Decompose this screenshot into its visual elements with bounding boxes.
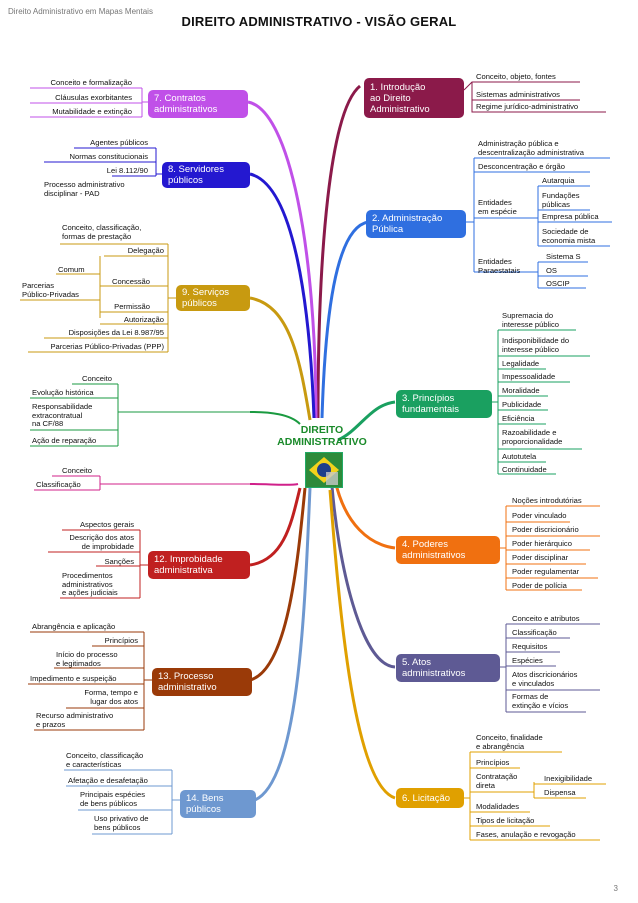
leaf-b7-2[interactable]: Mutabilidade e extinção <box>52 107 132 116</box>
leaf-b5-4[interactable]: Atos discricionários e vinculados <box>512 670 578 688</box>
leaf-b8-1[interactable]: Normas constitucionais <box>69 152 149 161</box>
leaf-b3-3[interactable]: Impessoalidade <box>502 372 556 381</box>
leaf-b3-6[interactable]: Eficiência <box>502 414 535 423</box>
leaf-b10-2[interactable]: Responsabilidade extracontratual na CF/8… <box>32 402 93 429</box>
branch-2-administracao-publica[interactable]: 2. Administração Pública <box>366 210 466 238</box>
leaf-b4-3[interactable]: Poder hierárquico <box>512 539 572 548</box>
leaf-b3-1[interactable]: Indisponibilidade do interesse público <box>502 336 570 354</box>
leaf-b13-1[interactable]: Princípios <box>104 636 138 645</box>
page-number: 3 <box>613 884 618 893</box>
branch-4-poderes[interactable]: 4. Poderes administrativos <box>396 536 500 564</box>
leaf-b14-2[interactable]: Principais espécies de bens públicos <box>80 790 145 808</box>
leaf-b9-1[interactable]: Delegação <box>127 246 164 255</box>
leaf-b3-5[interactable]: Publicidade <box>502 400 542 409</box>
leaf-b4-1[interactable]: Poder vinculado <box>512 511 567 520</box>
leaf-b11-0[interactable]: Conceito <box>62 466 92 475</box>
header-source: Direito Administrativo em Mapas Mentais <box>8 7 153 16</box>
branch-8-servidores[interactable]: 8. Servidores públicos <box>162 162 250 188</box>
leaf-b12-1[interactable]: Descrição dos atos de improbidade <box>69 533 134 551</box>
leaf-b12-3[interactable]: Procedimentos administrativos e ações ju… <box>62 571 118 598</box>
leaf-b5-3[interactable]: Espécies <box>512 656 543 665</box>
leaf-b5-1[interactable]: Classificação <box>512 628 557 637</box>
branch-13-processo[interactable]: 13. Processo administrativo <box>152 668 252 696</box>
leaf-b2-1[interactable]: Desconcentração e órgão <box>478 162 565 171</box>
leaf-b14-3[interactable]: Uso privativo de bens públicos <box>94 814 149 832</box>
leaf-b9-8[interactable]: Parcerias Público-Privadas (PPP) <box>50 342 164 351</box>
leaf-b9-0[interactable]: Conceito, classificação, formas de prest… <box>62 223 142 241</box>
leaf-b3-9[interactable]: Continuidade <box>502 465 547 474</box>
leaf-b9-3[interactable]: Parcerias Público-Privadas <box>22 281 79 299</box>
leaf-b7-1[interactable]: Cláusulas exorbitantes <box>55 93 132 102</box>
leaf-b9-7[interactable]: Disposições da Lei 8.987/95 <box>68 328 164 337</box>
leaf-b14-0[interactable]: Conceito, classificação e característica… <box>66 751 144 769</box>
leaf-b2-7[interactable]: Entidades Paraestatais <box>478 257 521 275</box>
leaf-b3-4[interactable]: Moralidade <box>502 386 540 395</box>
leaf-b5-0[interactable]: Conceito e atributos <box>512 614 580 623</box>
branch-3-principios[interactable]: 3. Princípios fundamentais <box>396 390 492 418</box>
leaf-b2-6[interactable]: Sociedade de economia mista <box>542 227 596 245</box>
leaf-b6-4[interactable]: Dispensa <box>544 788 576 797</box>
leaf-b2-3[interactable]: Autarquia <box>542 176 575 185</box>
leaf-b6-5[interactable]: Modalidades <box>476 802 520 811</box>
brazil-flag-icon <box>305 452 343 488</box>
leaf-b2-4[interactable]: Fundações públicas <box>542 191 580 209</box>
branch-12-improbidade[interactable]: 12. Improbidade administrativa <box>148 551 250 579</box>
leaf-b6-7[interactable]: Fases, anulação e revogação <box>476 830 576 839</box>
leaf-b5-2[interactable]: Requisitos <box>512 642 548 651</box>
leaf-b3-0[interactable]: Supremacia do interesse público <box>502 311 559 329</box>
leaf-b10-1[interactable]: Evolução histórica <box>32 388 94 397</box>
leaf-b4-5[interactable]: Poder regulamentar <box>512 567 580 576</box>
leaf-b12-2[interactable]: Sanções <box>104 557 134 566</box>
leaf-b13-0[interactable]: Abrangência e aplicação <box>32 622 116 631</box>
leaf-b2-5[interactable]: Empresa pública <box>542 212 599 221</box>
leaf-b9-6[interactable]: Autorização <box>123 315 164 324</box>
branch-14-bens[interactable]: 14. Bens públicos <box>180 790 256 818</box>
leaf-b4-4[interactable]: Poder disciplinar <box>512 553 569 562</box>
branch-7-contratos[interactable]: 7. Contratos administrativos <box>148 90 248 118</box>
leaf-b3-7[interactable]: Razoabilidade e proporcionalidade <box>502 428 563 446</box>
leaf-b11-1[interactable]: Classificação <box>36 480 81 489</box>
leaf-b8-2[interactable]: Lei 8.112/90 <box>106 166 148 175</box>
leaf-b8-0[interactable]: Agentes públicos <box>90 138 148 147</box>
leaf-b10-3[interactable]: Ação de reparação <box>32 436 97 445</box>
leaf-b13-5[interactable]: Recurso administrativo e prazos <box>36 711 114 729</box>
leaf-b13-3[interactable]: Impedimento e suspeição <box>30 674 117 683</box>
leaf-b1-1[interactable]: Sistemas administrativos <box>476 90 560 99</box>
leaf-b8-3[interactable]: Processo administrativo disciplinar - PA… <box>44 180 125 198</box>
leaf-b6-2[interactable]: Contratação direta <box>476 772 518 790</box>
leaf-b2-2[interactable]: Entidades em espécie <box>478 198 517 216</box>
leaf-b6-1[interactable]: Princípios <box>476 758 510 767</box>
leaf-b6-3[interactable]: Inexigibilidade <box>544 774 593 783</box>
leaf-b2-0[interactable]: Administração pública e descentralização… <box>478 139 584 157</box>
leaf-b13-2[interactable]: Início do processo e legitimados <box>56 650 118 668</box>
leaf-b2-9[interactable]: OS <box>546 266 557 275</box>
leaf-b9-2[interactable]: Comum <box>58 265 85 274</box>
leaf-b3-2[interactable]: Legalidade <box>502 359 540 368</box>
leaf-b14-1[interactable]: Afetação e desafetação <box>68 776 148 785</box>
leaf-b2-8[interactable]: Sistema S <box>546 252 581 261</box>
center-topic: DIREITO ADMINISTRATIVO <box>277 424 367 448</box>
leaf-b7-0[interactable]: Conceito e formalização <box>50 78 132 87</box>
branch-6-licitacao[interactable]: 6. Licitação <box>396 788 464 808</box>
leaf-b1-0[interactable]: Conceito, objeto, fontes <box>476 72 556 81</box>
leaf-b4-0[interactable]: Noções introdutórias <box>512 496 582 505</box>
leaf-b13-4[interactable]: Forma, tempo e lugar dos atos <box>84 688 138 706</box>
leaf-b12-0[interactable]: Aspectos gerais <box>79 520 134 529</box>
branch-5-atos[interactable]: 5. Atos administrativos <box>396 654 500 682</box>
leaf-b6-0[interactable]: Conceito, finalidade e abrangência <box>476 733 543 751</box>
leaf-b6-6[interactable]: Tipos de licitação <box>476 816 535 825</box>
leaf-b9-5[interactable]: Permissão <box>114 302 150 311</box>
leaf-b5-5[interactable]: Formas de extinção e vícios <box>512 692 569 710</box>
leaf-b2-10[interactable]: OSCIP <box>546 279 570 288</box>
page-title: DIREITO ADMINISTRATIVO - VISÃO GERAL <box>181 14 457 29</box>
leaf-b1-2[interactable]: Regime jurídico-administrativo <box>476 102 579 111</box>
leaf-b4-2[interactable]: Poder discricionário <box>512 525 579 534</box>
leaf-b9-4[interactable]: Concessão <box>112 277 150 286</box>
leaf-b3-8[interactable]: Autotutela <box>502 452 537 461</box>
branch-1-introducao[interactable]: 1. Introdução ao Direito Administrativo <box>364 78 464 118</box>
branch-9-servicos[interactable]: 9. Serviços públicos <box>176 285 250 311</box>
leaf-b4-6[interactable]: Poder de polícia <box>512 581 567 590</box>
leaf-b10-0[interactable]: Conceito <box>82 374 112 383</box>
